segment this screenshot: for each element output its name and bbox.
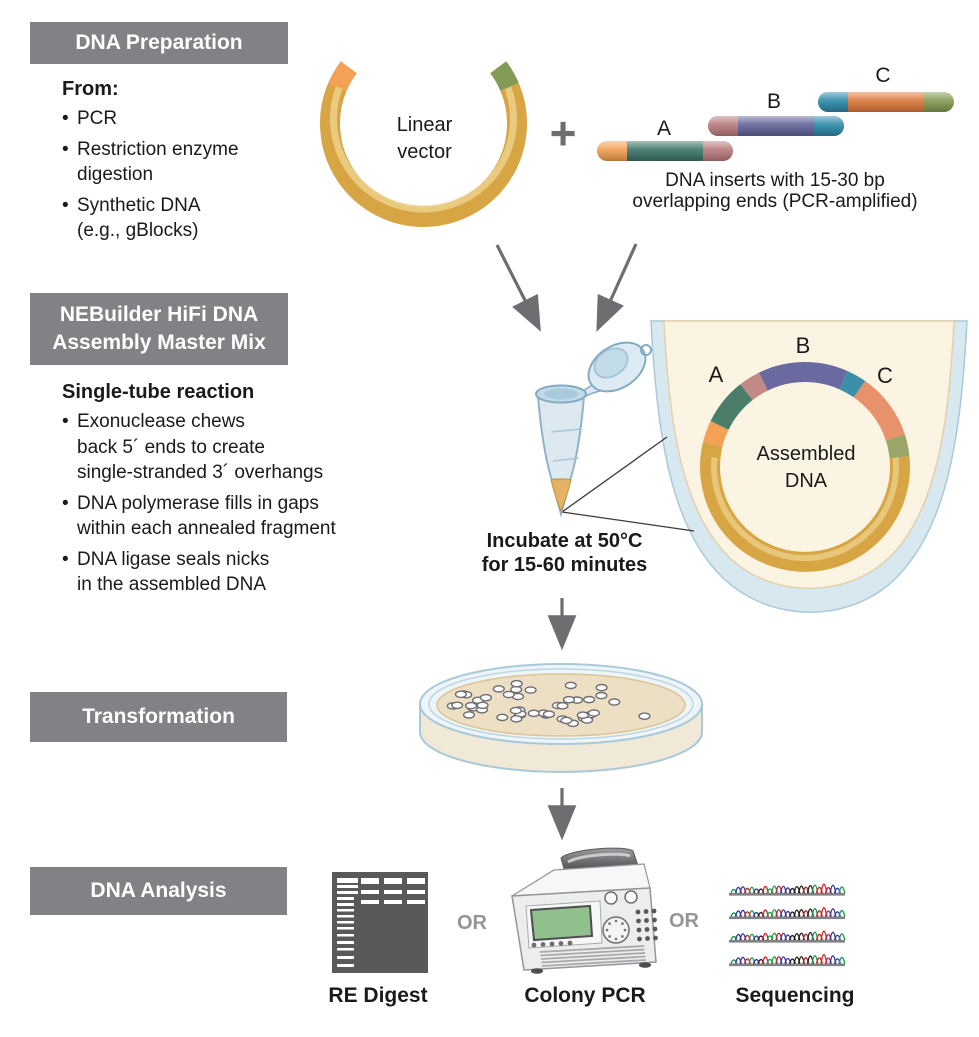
prep-bullet-text: Restriction enzyme digestion — [77, 138, 239, 186]
pcr-lid-highlight — [567, 852, 631, 864]
insert-a-left-end — [597, 141, 627, 161]
insert-b-left-end — [708, 116, 738, 136]
pcr-foot-left — [531, 968, 543, 974]
assembled-plasmid-ring — [700, 362, 910, 572]
bullet-icon: • — [62, 108, 69, 129]
mix-bullet-text: DNA ligase seals nicks in the assembled … — [77, 548, 270, 596]
mix-bullet-text: DNA polymerase fills in gaps within each… — [77, 492, 336, 540]
ring-conn-rose — [740, 372, 768, 401]
section-header-transformation: Transformation — [30, 692, 287, 742]
pcr-keypad — [635, 908, 658, 942]
vector-highlight — [330, 81, 517, 213]
arrow-inserts-to-tube — [596, 243, 638, 332]
ring-gold — [700, 441, 910, 572]
tube-lid-hinge — [640, 344, 652, 356]
pcr-screen — [529, 904, 594, 942]
prep-sources-block: From: • PCR • Restriction enzyme digesti… — [62, 78, 302, 249]
vector-cap-orange — [328, 61, 357, 92]
ring-conn-olive — [885, 434, 910, 459]
ring-label-a: A — [708, 362, 724, 387]
ring-segment-b — [759, 362, 848, 391]
mix-heading: Single-tube reaction — [62, 381, 255, 403]
linear-vector-label: Linear vector — [396, 114, 453, 163]
insert-b-bar — [708, 116, 844, 136]
single-tube-reaction-block: Single-tube reaction • Exonuclease chews… — [62, 381, 342, 603]
bullet-icon: • — [62, 492, 69, 514]
prep-bullet-pcr: • PCR — [62, 106, 302, 132]
gel-icon — [332, 872, 428, 973]
linear-vector-icon — [320, 61, 527, 227]
petri-dish-icon — [419, 663, 703, 773]
arrow-vector-to-tube — [495, 244, 541, 332]
bullet-icon: • — [62, 411, 69, 432]
insert-a-right-end — [703, 141, 733, 161]
mix-bullet-exonuclease: • Exonuclease chews back 5´ ends to crea… — [62, 409, 342, 486]
ring-label-c: C — [877, 363, 893, 388]
plus-sign: + — [549, 107, 577, 159]
arrows-to-tube — [495, 243, 638, 332]
assembled-dna-label: Assembled DNA — [756, 443, 856, 492]
chromatogram-icon — [729, 883, 846, 967]
bullet-icon: • — [62, 548, 69, 570]
section-header-master-mix: NEBuilder HiFi DNA Assembly Master Mix — [30, 293, 288, 365]
prep-heading: From: — [62, 78, 119, 100]
mix-bullet-polymerase: • DNA polymerase fills in gaps within ea… — [62, 491, 342, 542]
pcr-panel-buttons — [531, 940, 573, 948]
or-separator-2: OR — [669, 910, 699, 932]
pcr-foot-right — [639, 962, 651, 968]
insert-a-label: A — [656, 117, 671, 140]
ring-gold-highlight — [711, 457, 899, 561]
ring-conn-teal — [839, 371, 866, 398]
microcentrifuge-tube-icon — [535, 341, 652, 518]
insert-a-bar — [597, 141, 733, 161]
dish-rim-inner — [428, 668, 694, 740]
thermocycler-icon — [511, 847, 658, 974]
bullet-icon: • — [62, 194, 69, 216]
prep-bullet-text: PCR — [77, 108, 118, 129]
zoom-callout-lines — [561, 436, 695, 532]
insert-a-body — [627, 141, 703, 161]
insert-c-label: C — [875, 64, 891, 87]
ring-segment-c — [853, 381, 905, 442]
pcr-indicator-2 — [624, 890, 638, 904]
prep-bullet-synthetic: • Synthetic DNA (e.g., gBlocks) — [62, 193, 302, 244]
or-separator-1: OR — [457, 912, 487, 934]
insert-b-label: B — [766, 90, 781, 113]
pcr-dial-ticks — [605, 919, 627, 941]
tube-body — [536, 395, 586, 518]
insert-b-body — [738, 116, 814, 136]
pcr-vents — [539, 945, 647, 967]
insert-b-right-end — [814, 116, 844, 136]
section-header-dna-preparation: DNA Preparation — [30, 22, 288, 64]
method-label-colony-pcr: Colony PCR — [524, 984, 646, 1007]
method-label-re-digest: RE Digest — [328, 984, 428, 1007]
prep-bullet-restriction: • Restriction enzyme digestion — [62, 137, 302, 188]
tube-liquid — [550, 478, 572, 513]
gel-bands — [337, 878, 425, 967]
colonies — [446, 679, 651, 728]
method-label-sequencing: Sequencing — [735, 984, 855, 1007]
mix-bullet-ligase: • DNA ligase seals nicks in the assemble… — [62, 547, 342, 598]
ring-segment-a — [710, 384, 753, 431]
inserts-caption: DNA inserts with 15-30 bp overlapping en… — [632, 170, 918, 212]
ring-conn-orange — [703, 421, 729, 447]
insert-c-right-end — [924, 92, 954, 112]
pcr-indicator-1 — [604, 891, 618, 905]
vector-body-arc — [320, 83, 527, 227]
prep-bullet-text: Synthetic DNA (e.g., gBlocks) — [77, 194, 201, 242]
insert-c-bar — [818, 92, 954, 112]
incubate-caption: Incubate at 50°C for 15-60 minutes — [481, 530, 648, 576]
tube-rim-inner — [544, 388, 578, 400]
vector-cap-green — [490, 61, 519, 92]
insert-c-left-end — [818, 92, 848, 112]
tube-lid-cap — [593, 347, 629, 379]
insert-c-body — [848, 92, 924, 112]
tube-graduations — [550, 428, 582, 462]
mix-bullet-text: Exonuclease chews back 5´ ends to create… — [77, 411, 324, 483]
magnified-tube-tip — [650, 320, 968, 613]
bullet-icon: • — [62, 138, 69, 160]
ring-label-b: B — [795, 333, 811, 358]
section-header-dna-analysis: DNA Analysis — [30, 867, 287, 915]
